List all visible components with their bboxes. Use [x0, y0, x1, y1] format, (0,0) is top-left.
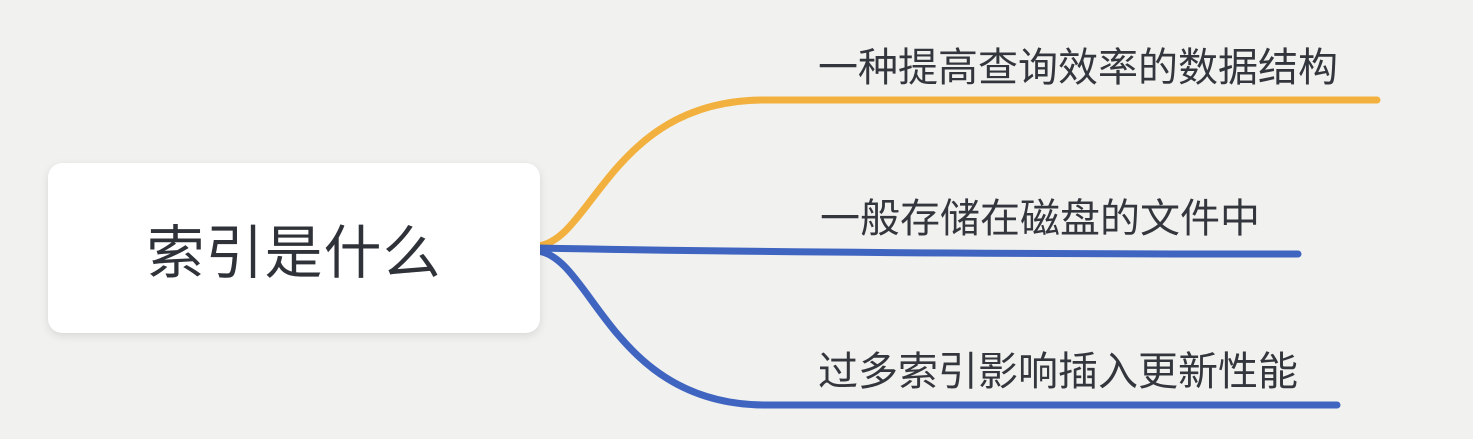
- root-node[interactable]: 索引是什么: [48, 163, 540, 333]
- branch-node-disk-storage[interactable]: 一般存储在磁盘的文件中: [820, 197, 1260, 241]
- branch-connector-bottom: [534, 247, 1341, 409]
- branch-connector-top: [534, 96, 1381, 250]
- root-node-label: 索引是什么: [146, 221, 442, 286]
- branch-node-performance-impact[interactable]: 过多索引影响插入更新性能: [818, 350, 1298, 394]
- branch-connector-middle: [534, 244, 1302, 258]
- branch-node-data-structure[interactable]: 一种提高查询效率的数据结构: [818, 46, 1338, 90]
